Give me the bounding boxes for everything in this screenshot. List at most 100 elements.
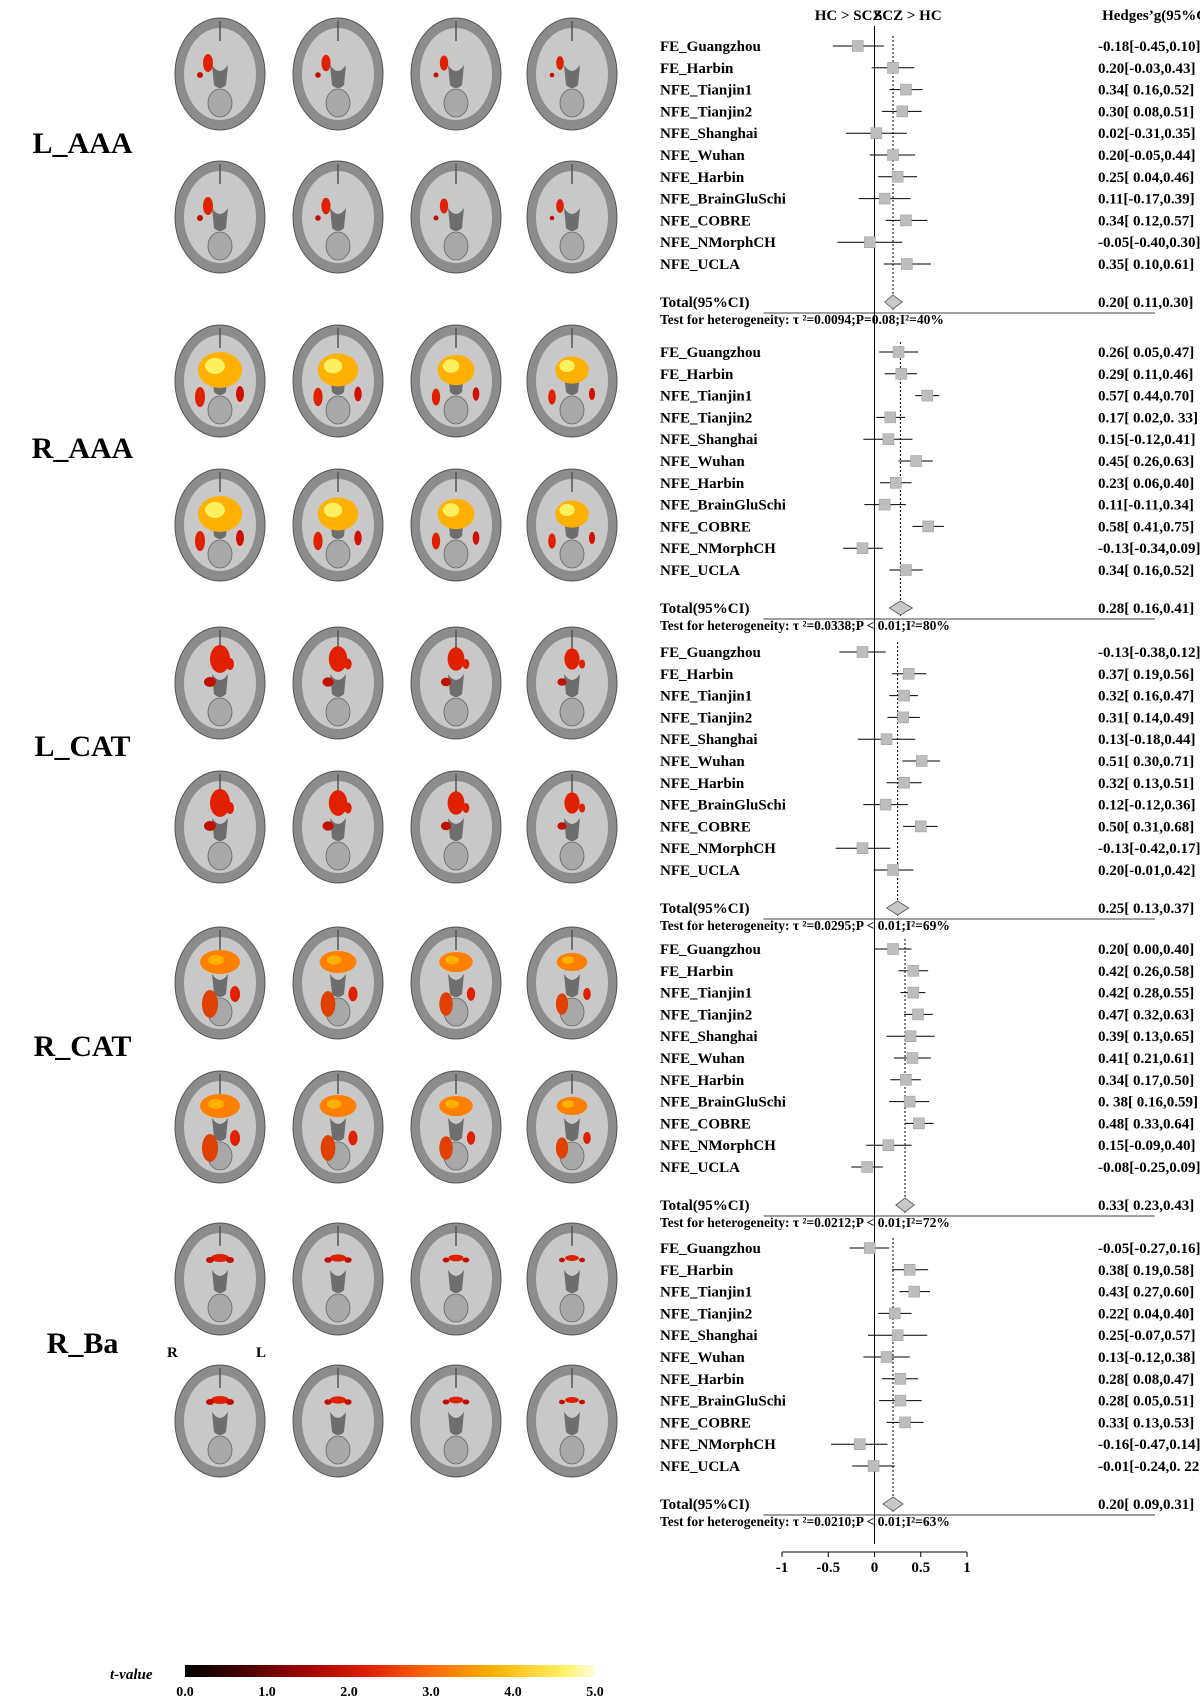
brain-slice-image bbox=[292, 17, 384, 131]
brain-slice-image bbox=[526, 1070, 618, 1184]
study-effect-value: 0.38[ 0.19,0.58] bbox=[1098, 1263, 1194, 1279]
orientation-left-label: L bbox=[256, 1345, 267, 1361]
study-effect-marker bbox=[903, 1264, 916, 1276]
study-effect-value: 0. 38[ 0.16,0.59] bbox=[1098, 1095, 1198, 1111]
study-label: NFE_UCLA bbox=[660, 563, 740, 579]
study-effect-marker bbox=[895, 368, 908, 380]
study-label: NFE_Tianjin1 bbox=[660, 1285, 752, 1301]
study-effect-marker bbox=[861, 1161, 873, 1173]
brain-slice-image bbox=[410, 626, 502, 740]
study-label: NFE_BrainGluSchi bbox=[660, 1095, 786, 1111]
total-effect-diamond bbox=[884, 294, 903, 310]
total-effect-value: 0.28[ 0.16,0.41] bbox=[1098, 601, 1194, 617]
colorbar-tick: 3.0 bbox=[422, 1685, 440, 1700]
study-label: NFE_UCLA bbox=[660, 1459, 740, 1475]
header-hedges-g: Hedges’g(95%CI) bbox=[1102, 8, 1200, 24]
brain-slice-image bbox=[292, 1070, 384, 1184]
brain-slice-image bbox=[174, 1222, 266, 1336]
brain-slice-panel bbox=[165, 0, 635, 1660]
study-label: NFE_Shanghai bbox=[660, 432, 758, 448]
study-effect-value: 0.58[ 0.41,0.75] bbox=[1098, 519, 1194, 535]
brain-slice-image bbox=[292, 926, 384, 1040]
study-label: FE_Harbin bbox=[660, 367, 734, 383]
study-effect-value: 0.51[ 0.30,0.71] bbox=[1098, 754, 1194, 770]
study-effect-value: 0.32[ 0.13,0.51] bbox=[1098, 776, 1194, 792]
study-label: FE_Guangzhou bbox=[660, 345, 761, 361]
study-label: NFE_NMorphCH bbox=[660, 541, 776, 557]
study-effect-value: 0.02[-0.31,0.35] bbox=[1098, 126, 1196, 142]
study-effect-marker bbox=[904, 1030, 917, 1042]
study-effect-marker bbox=[900, 564, 912, 576]
brain-slice-image bbox=[292, 468, 384, 582]
study-effect-value: 0.34[ 0.17,0.50] bbox=[1098, 1073, 1194, 1089]
brain-slice-image bbox=[410, 1222, 502, 1336]
brain-slice-image bbox=[174, 17, 266, 131]
total-effect-diamond bbox=[882, 1496, 904, 1512]
brain-slice-image bbox=[174, 160, 266, 274]
study-effect-marker bbox=[900, 214, 912, 227]
study-label: NFE_UCLA bbox=[660, 863, 740, 879]
study-label: NFE_Wuhan bbox=[660, 454, 745, 470]
study-label: NFE_NMorphCH bbox=[660, 1437, 776, 1453]
study-effect-marker bbox=[887, 864, 899, 876]
brain-slice-image bbox=[526, 626, 618, 740]
study-label: NFE_Wuhan bbox=[660, 754, 745, 770]
study-effect-value: -0.01[-0.24,0. 22] bbox=[1098, 1459, 1200, 1475]
brain-slice-image bbox=[174, 770, 266, 884]
study-effect-marker bbox=[882, 1139, 895, 1151]
heterogeneity-text: Test for heterogeneity: τ ²=0.0210;P < 0… bbox=[660, 1514, 950, 1529]
study-effect-marker bbox=[899, 1416, 911, 1429]
study-label: NFE_Harbin bbox=[660, 476, 745, 492]
study-label: NFE_NMorphCH bbox=[660, 1138, 776, 1154]
study-label: NFE_COBRE bbox=[660, 213, 751, 229]
study-label: NFE_Harbin bbox=[660, 1372, 745, 1388]
study-effect-marker bbox=[878, 192, 891, 205]
study-effect-value: 0.12[-0.12,0.36] bbox=[1098, 798, 1196, 814]
study-label: NFE_Shanghai bbox=[660, 1029, 758, 1045]
total-label: Total(95%CI) bbox=[660, 901, 749, 917]
t-value-colorbar: t-value 0.0 1.0 2.0 3.0 4.0 5.0 bbox=[110, 1665, 630, 1701]
study-effect-marker bbox=[891, 171, 904, 183]
study-effect-value: 0.20[-0.01,0.42] bbox=[1098, 863, 1196, 879]
study-effect-value: 0.50[ 0.31,0.68] bbox=[1098, 819, 1194, 835]
study-effect-value: 0.22[ 0.04,0.40] bbox=[1098, 1306, 1194, 1322]
study-effect-value: 0.57[ 0.44,0.70] bbox=[1098, 389, 1194, 405]
brain-slice-image bbox=[292, 626, 384, 740]
study-effect-marker bbox=[898, 689, 910, 702]
study-effect-value: 0.42[ 0.28,0.55] bbox=[1098, 986, 1194, 1002]
study-effect-value: -0.08[-0.25,0.09] bbox=[1098, 1160, 1200, 1176]
brain-slice-image bbox=[410, 468, 502, 582]
study-effect-value: 0.42[ 0.26,0.58] bbox=[1098, 964, 1194, 980]
study-label: NFE_Harbin bbox=[660, 776, 745, 792]
brain-slice-image bbox=[174, 324, 266, 438]
header-scz-gt-hc: SCZ > HC bbox=[874, 8, 942, 24]
study-effect-value: -0.13[-0.34,0.09] bbox=[1098, 541, 1200, 557]
total-effect-value: 0.20[ 0.11,0.30] bbox=[1098, 295, 1193, 311]
study-effect-value: -0.13[-0.38,0.12] bbox=[1098, 645, 1200, 661]
region-label-r-ba: R_Ba bbox=[46, 1327, 119, 1360]
study-effect-marker bbox=[852, 40, 864, 52]
study-effect-value: 0.48[ 0.33,0.64] bbox=[1098, 1116, 1194, 1132]
study-label: NFE_Wuhan bbox=[660, 1051, 745, 1067]
study-label: NFE_Tianjin1 bbox=[660, 689, 752, 705]
study-label: FE_Guangzhou bbox=[660, 645, 761, 661]
colorbar-tick: 4.0 bbox=[504, 1685, 522, 1700]
brain-slice-image bbox=[526, 160, 618, 274]
brain-slice-image bbox=[526, 324, 618, 438]
brain-slice-image bbox=[410, 17, 502, 131]
x-axis-tick-label: 1 bbox=[963, 1560, 971, 1576]
brain-slice-image bbox=[410, 1070, 502, 1184]
study-label: NFE_COBRE bbox=[660, 1116, 751, 1132]
total-label: Total(95%CI) bbox=[660, 1497, 749, 1513]
study-effect-value: 0.35[ 0.10,0.61] bbox=[1098, 257, 1194, 273]
study-effect-marker bbox=[910, 455, 922, 467]
study-label: NFE_COBRE bbox=[660, 1415, 751, 1431]
region-label-r-cat: R_CAT bbox=[33, 1030, 132, 1063]
study-effect-marker bbox=[907, 965, 920, 977]
study-effect-value: 0.11[-0.11,0.34] bbox=[1098, 498, 1194, 514]
colorbar-title: t-value bbox=[110, 1667, 153, 1683]
study-effect-marker bbox=[856, 542, 869, 554]
study-label: NFE_BrainGluSchi bbox=[660, 192, 786, 208]
study-effect-value: 0.15[-0.12,0.41] bbox=[1098, 432, 1196, 448]
